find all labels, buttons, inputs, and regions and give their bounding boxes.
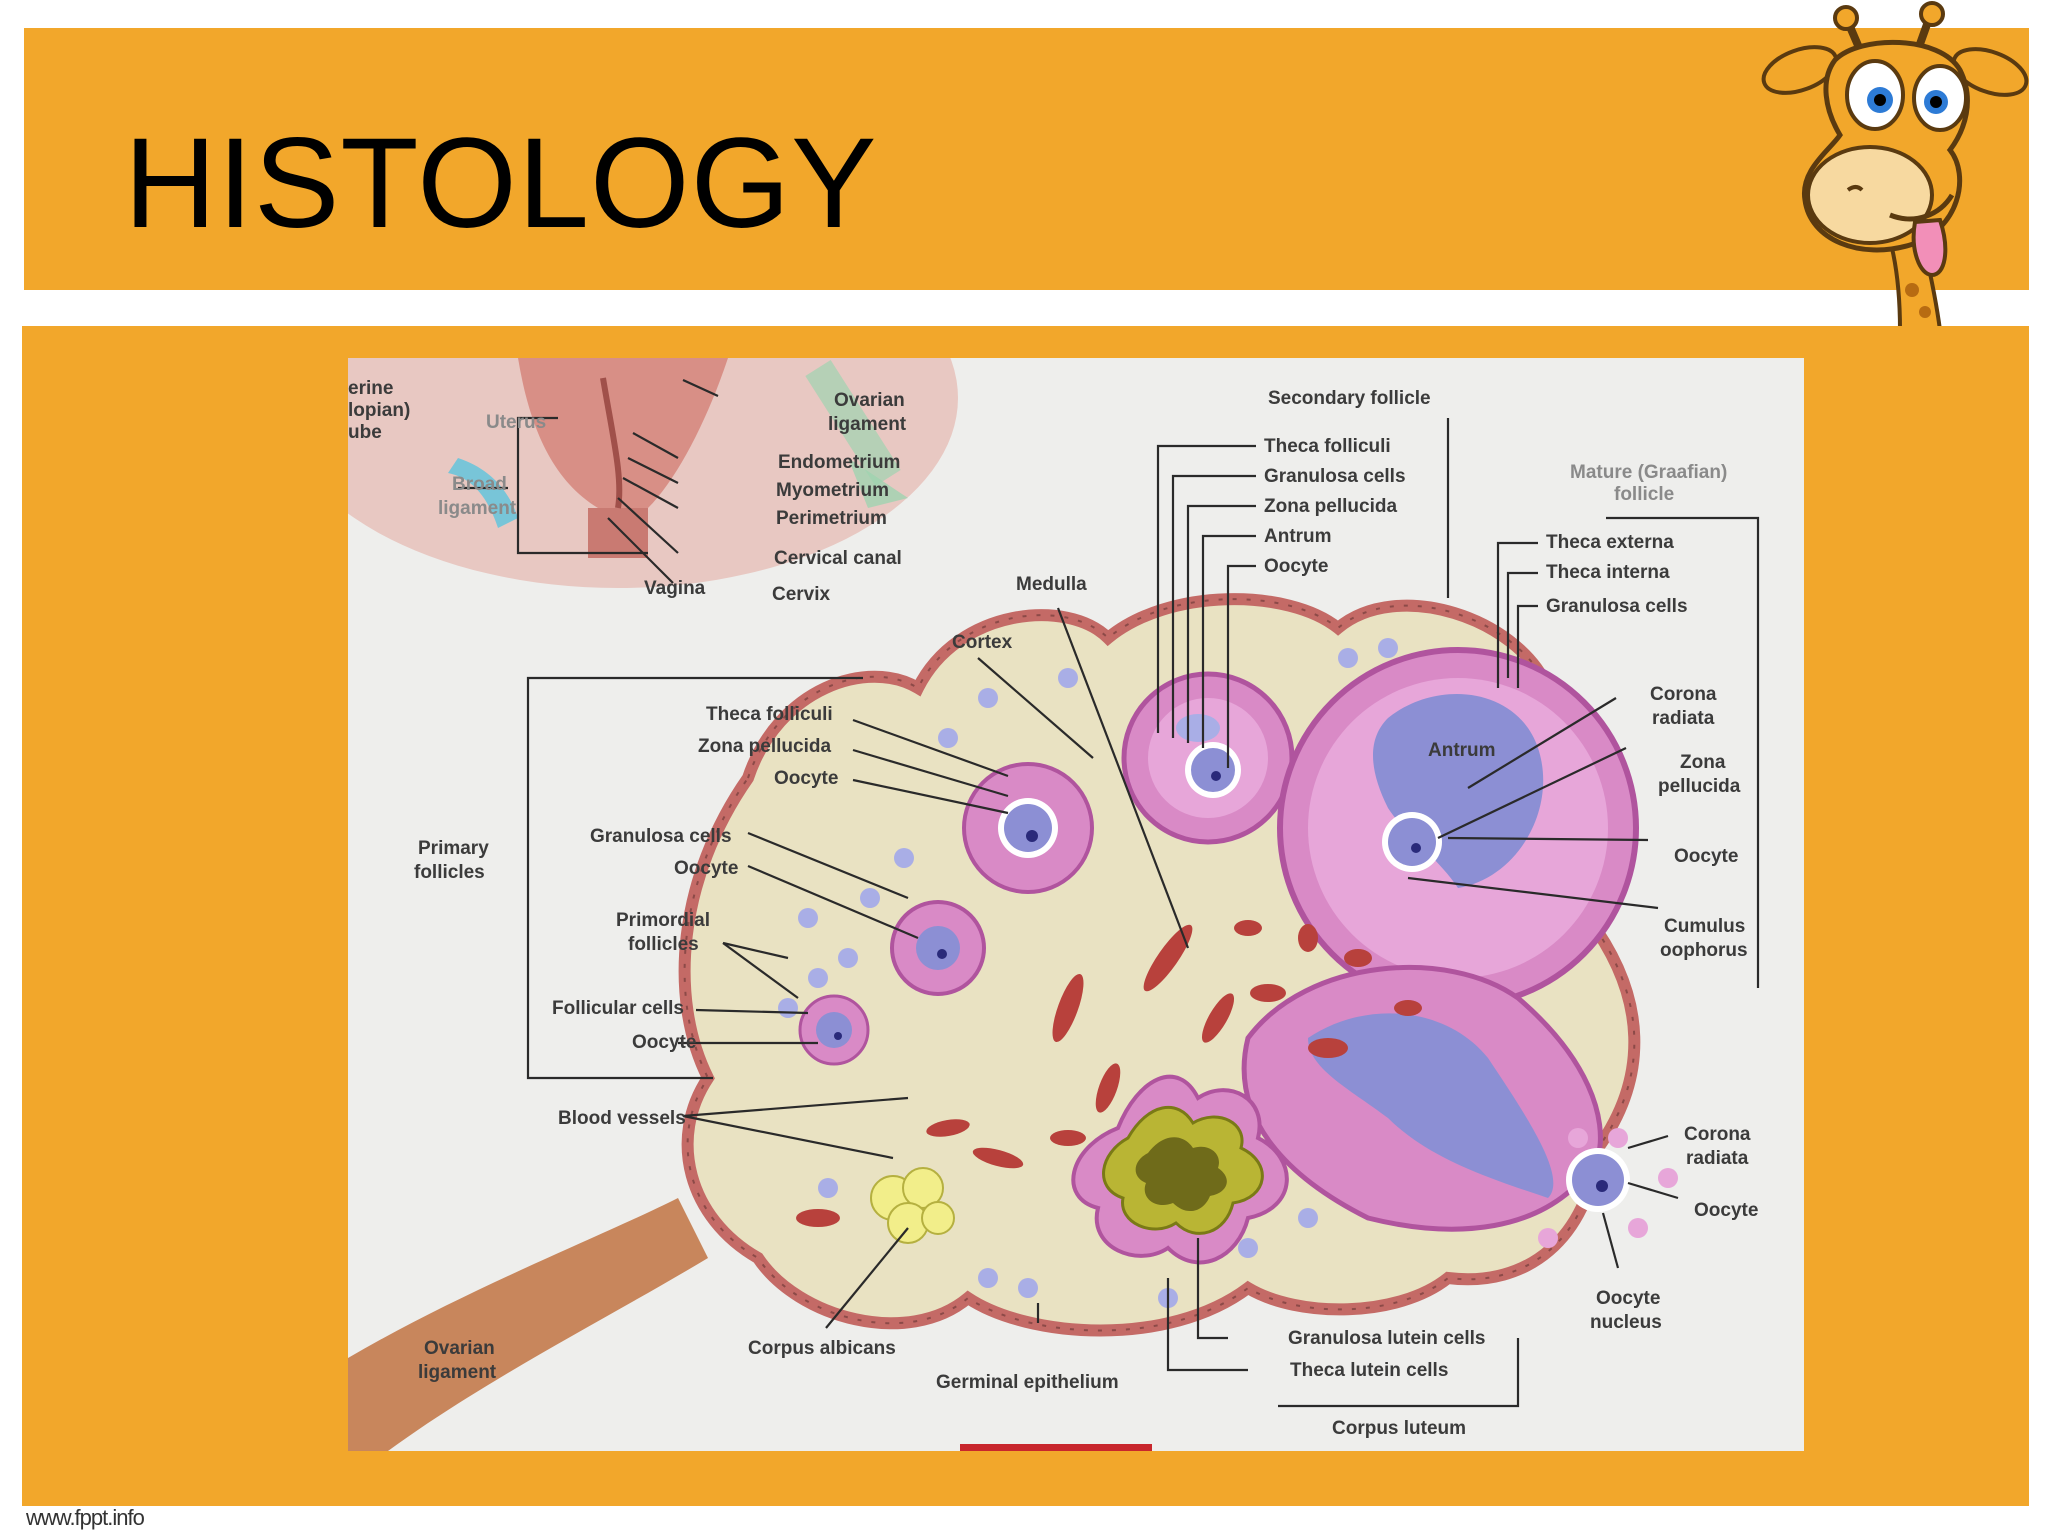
label-theca-folliculi-primary: Theca folliculi xyxy=(706,704,833,725)
label-granulosa-lutein-cells: Granulosa lutein cells xyxy=(1288,1328,1485,1349)
label-zona-pellucida-primary: Zona pellucida xyxy=(698,736,831,757)
ruptured-follicle xyxy=(1241,965,1678,1248)
label-oocyte-secondary: Oocyte xyxy=(1264,556,1328,577)
corpus-albicans xyxy=(870,1167,955,1244)
label-antrum-mature: Antrum xyxy=(1428,740,1496,761)
leader-lines xyxy=(458,378,1760,1408)
label-granulosa-cells-secondary: Granulosa cells xyxy=(1264,466,1406,487)
label-corpus-albicans: Corpus albicans xyxy=(748,1338,896,1359)
blood-vessels xyxy=(796,920,1422,1227)
label-oocyte-ovulated: Oocyte xyxy=(1694,1200,1758,1221)
label-secondary-follicle: Secondary follicle xyxy=(1268,388,1431,409)
label-theca-externa: Theca externa xyxy=(1546,532,1674,553)
label-follicular-cells: Follicular cells xyxy=(552,998,684,1019)
secondary-follicle xyxy=(1121,671,1295,845)
primordial-follicle xyxy=(798,994,870,1066)
primary-follicle-large xyxy=(962,762,1094,894)
label-cervix: Cervix xyxy=(772,584,831,605)
label-myometrium: Myometrium xyxy=(776,480,889,501)
label-oocyte-mature: Oocyte xyxy=(1674,846,1738,867)
label-cortex: Cortex xyxy=(952,632,1013,653)
label-antrum-secondary: Antrum xyxy=(1264,526,1332,547)
label-cervical-canal: Cervical canal xyxy=(774,548,902,569)
label-endometrium: Endometrium xyxy=(778,452,900,473)
label-theca-folliculi-secondary: Theca folliculi xyxy=(1264,436,1391,457)
label-oocyte-primary-2: Oocyte xyxy=(674,858,738,879)
label-granulosa-cells-mature: Granulosa cells xyxy=(1546,596,1688,617)
bottom-red-bar xyxy=(960,1444,1152,1454)
label-granulosa-cells-primary: Granulosa cells xyxy=(590,826,732,847)
title-banner xyxy=(24,28,2029,290)
label-theca-lutein-cells: Theca lutein cells xyxy=(1290,1360,1448,1381)
label-theca-interna: Theca interna xyxy=(1546,562,1670,583)
label-perimetrium: Perimetrium xyxy=(776,508,887,529)
label-medulla: Medulla xyxy=(1016,574,1087,595)
label-zona-pellucida-secondary: Zona pellucida xyxy=(1264,496,1397,517)
label-germinal-epithelium: Germinal epithelium xyxy=(936,1372,1119,1393)
label-oocyte-primordial: Oocyte xyxy=(632,1032,696,1053)
label-blood-vessels: Blood vessels xyxy=(558,1108,686,1129)
label-oocyte-primary: Oocyte xyxy=(774,768,838,789)
corpus-luteum xyxy=(1071,1074,1289,1265)
giraffe-mascot-icon xyxy=(1740,0,2040,332)
primary-follicle-small xyxy=(890,900,986,996)
label-mature-follicle: Mature (Graafian)follicle xyxy=(1570,462,1727,505)
footer-url: www.fppt.info xyxy=(26,1505,145,1530)
label-uterus: Uterus xyxy=(486,412,546,433)
label-vagina: Vagina xyxy=(644,578,706,599)
slide-title: HISTOLOGY xyxy=(124,112,878,255)
label-corpus-luteum: Corpus luteum xyxy=(1332,1418,1466,1439)
